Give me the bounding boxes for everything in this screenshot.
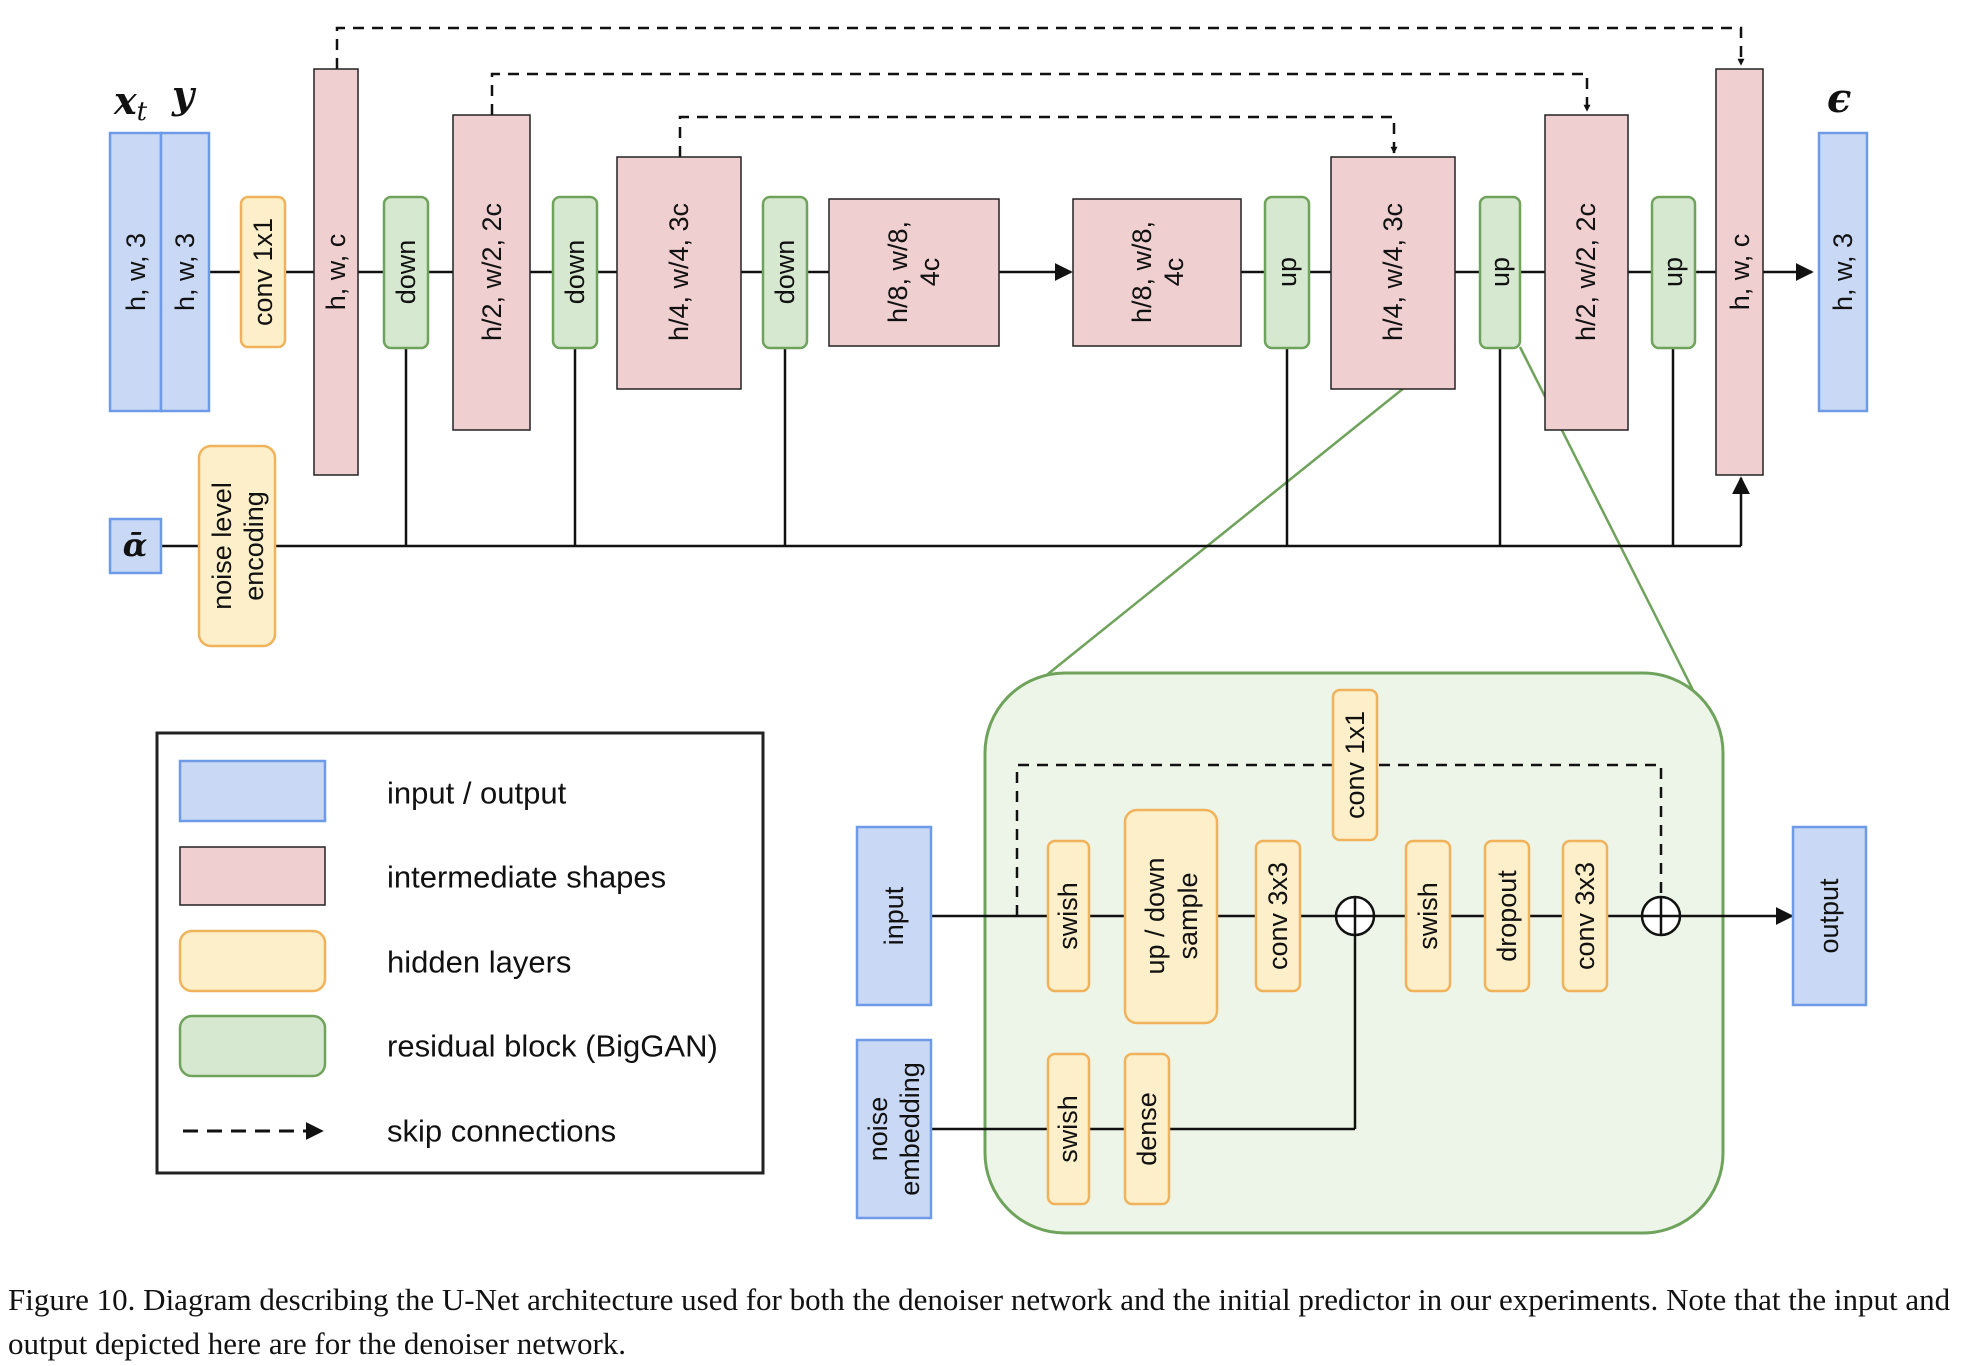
- unet-blocks: [108, 68, 1869, 648]
- output-symbol: ϵ: [1827, 75, 1851, 122]
- enc-1-block: [313, 68, 359, 476]
- dec-2-block: [1544, 114, 1629, 431]
- updown-label-line1: up / down: [1140, 857, 1170, 974]
- resblock-noise-label-line1: noise: [863, 1097, 893, 1162]
- conv3x3-1-block: [1254, 839, 1302, 993]
- output-block: [1817, 131, 1869, 413]
- dec-1-block: [1715, 68, 1764, 476]
- resblock-noise-label-line2: embedding: [895, 1062, 925, 1196]
- swish-1-label: swish: [1053, 882, 1083, 950]
- legend-label-intermediate: intermediate shapes: [387, 860, 666, 895]
- output-label: h, w, 3: [1828, 233, 1858, 311]
- up-3-block: [1650, 195, 1697, 350]
- adder-1-icon: [1334, 895, 1376, 937]
- legend-label-skip: skip connections: [387, 1114, 616, 1149]
- swish-2-label: swish: [1413, 882, 1443, 950]
- resblock-skip: [1015, 763, 1663, 916]
- up-2-block: [1478, 195, 1522, 350]
- legend: input / output intermediate shapes hidde…: [155, 731, 765, 1175]
- mid-1-label-line1: h/8, w/8,: [883, 221, 913, 323]
- conv1x1-block: [1331, 688, 1379, 842]
- dec-1-label: h, w, c: [1725, 234, 1755, 311]
- legend-swatch-io: [178, 759, 327, 823]
- swish-1-block: [1046, 839, 1091, 993]
- dec-2-label: h/2, w/2, 2c: [1571, 203, 1601, 341]
- dense-label: dense: [1132, 1092, 1162, 1166]
- input-y-label: h, w, 3: [170, 233, 200, 311]
- dec-3-block: [1330, 156, 1456, 390]
- legend-label-hidden: hidden layers: [387, 945, 571, 980]
- input-x-symbol: xt: [113, 78, 148, 127]
- dec-3-label: h/4, w/4, 3c: [1378, 203, 1408, 341]
- mid-2-label-line1: h/8, w/8,: [1127, 221, 1157, 323]
- noise-input-symbol: ᾱ: [123, 526, 148, 564]
- figure-caption: Figure 10. Diagram describing the U-Net …: [8, 1282, 1951, 1361]
- mid-2-block: [1072, 198, 1242, 347]
- swish-2-block: [1404, 839, 1452, 993]
- mid-2-label-line2: 4c: [1159, 258, 1189, 287]
- mid-1-block: [828, 198, 1000, 347]
- noise-encoding-label-line2: encoding: [239, 491, 269, 601]
- enc-3-block: [616, 156, 742, 390]
- down-3-block: [761, 195, 809, 350]
- enc-1-label: h, w, c: [321, 234, 351, 311]
- conv3x3-2-label: conv 3x3: [1570, 862, 1600, 970]
- conv1x1-label: conv 1x1: [1340, 711, 1370, 819]
- unet-labels: h, w, 3 h, w, 3 conv 1x1 h, w, c down h/…: [121, 203, 1858, 610]
- down-2-label: down: [560, 240, 590, 305]
- input-y-block: [159, 131, 211, 413]
- noise-encoding-block: [197, 444, 277, 648]
- dense-block: [1123, 1052, 1171, 1206]
- legend-swatch-residual: [178, 1014, 327, 1078]
- legend-label-residual: residual block (BigGAN): [387, 1029, 718, 1064]
- enc-2-block: [452, 114, 531, 431]
- resblock-output-label: output: [1814, 878, 1844, 954]
- enc-3-label: h/4, w/4, 3c: [664, 203, 694, 341]
- conv3x3-2-block: [1561, 839, 1609, 993]
- input-x-label: h, w, 3: [121, 233, 151, 311]
- resblock-output-block: [1791, 825, 1868, 1007]
- mid-1-label-line2: 4c: [915, 258, 945, 287]
- noise-encoding-label-line1: noise level: [207, 482, 237, 610]
- adder-2-icon: [1640, 895, 1682, 937]
- updown-block: [1123, 808, 1219, 1025]
- legend-label-io: input / output: [387, 776, 567, 811]
- input-y-symbol: y: [171, 72, 197, 117]
- down-3-label: down: [770, 240, 800, 305]
- main-wires: [161, 263, 1814, 548]
- conv-in-block: [239, 195, 287, 349]
- updown-label-line2: sample: [1173, 872, 1203, 959]
- up-1-label: up: [1272, 257, 1302, 287]
- resblock-blocks: [855, 688, 1868, 1220]
- legend-swatch-hidden: [178, 929, 327, 993]
- down-1-block: [382, 195, 430, 350]
- legend-swatch-intermediate: [179, 846, 326, 906]
- resblock-labels: input noise embedding swish up / down sa…: [863, 711, 1844, 1196]
- dropout-label: dropout: [1492, 870, 1522, 962]
- resblock-input-label: input: [879, 886, 909, 945]
- dropout-block: [1483, 839, 1531, 993]
- swish-3-block: [1046, 1052, 1091, 1206]
- skip-connections: [335, 26, 1745, 157]
- down-2-block: [551, 195, 599, 350]
- up-2-label: up: [1485, 257, 1515, 287]
- resblock-input-block: [855, 825, 933, 1007]
- enc-2-label: h/2, w/2, 2c: [477, 203, 507, 341]
- swish-3-label: swish: [1053, 1095, 1083, 1163]
- down-1-label: down: [391, 240, 421, 305]
- up-1-block: [1263, 195, 1311, 350]
- resblock-noise-block: [855, 1038, 933, 1220]
- up-3-label: up: [1658, 257, 1688, 287]
- conv-in-label: conv 1x1: [248, 218, 278, 326]
- conv3x3-1-label: conv 3x3: [1263, 862, 1293, 970]
- noise-input-block: [108, 517, 163, 575]
- resblock-wires: [931, 907, 1794, 1131]
- math-labels: xt y ϵ ᾱ: [113, 72, 1851, 564]
